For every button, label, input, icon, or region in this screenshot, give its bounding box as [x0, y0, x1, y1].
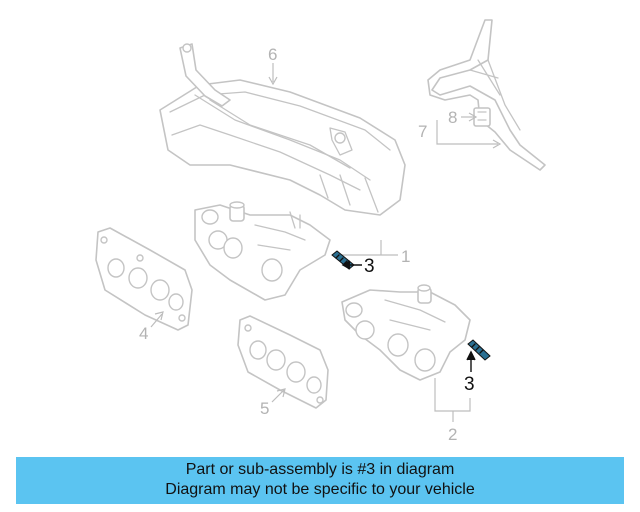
- svg-text:3: 3: [464, 374, 475, 395]
- part-3-stud-lower: [467, 339, 491, 361]
- callout-2: 2: [434, 378, 471, 444]
- banner-line-1: Part or sub-assembly is #3 in diagram: [185, 461, 455, 478]
- part-1-exhaust-manifold: [194, 201, 331, 301]
- svg-text:8: 8: [448, 108, 457, 127]
- callout-7: 7: [418, 120, 502, 149]
- callout-3-upper: 3: [341, 256, 375, 277]
- part-7-bracket: [427, 19, 546, 171]
- callout-6: 6: [268, 45, 278, 86]
- svg-text:2: 2: [448, 425, 457, 444]
- callout-5: 5: [260, 388, 286, 418]
- part-2-exhaust-manifold: [341, 284, 471, 381]
- part-6-heat-shield: [159, 43, 406, 216]
- info-banner: Part or sub-assembly is #3 in diagram Di…: [16, 457, 624, 504]
- part-5-gasket: [237, 315, 329, 409]
- svg-text:4: 4: [139, 324, 148, 343]
- svg-text:1: 1: [401, 247, 410, 266]
- callout-3-lower: 3: [464, 350, 476, 395]
- callout-8: 8: [448, 108, 478, 127]
- svg-text:6: 6: [268, 45, 277, 64]
- svg-text:3: 3: [364, 256, 375, 277]
- part-3-stud-upper: [331, 250, 355, 270]
- callout-1: 1: [340, 240, 410, 266]
- svg-text:7: 7: [418, 122, 427, 141]
- banner-line-2: Diagram may not be specific to your vehi…: [165, 481, 475, 498]
- svg-text:5: 5: [260, 399, 269, 418]
- part-4-gasket: [95, 227, 193, 331]
- callout-4: 4: [139, 311, 164, 343]
